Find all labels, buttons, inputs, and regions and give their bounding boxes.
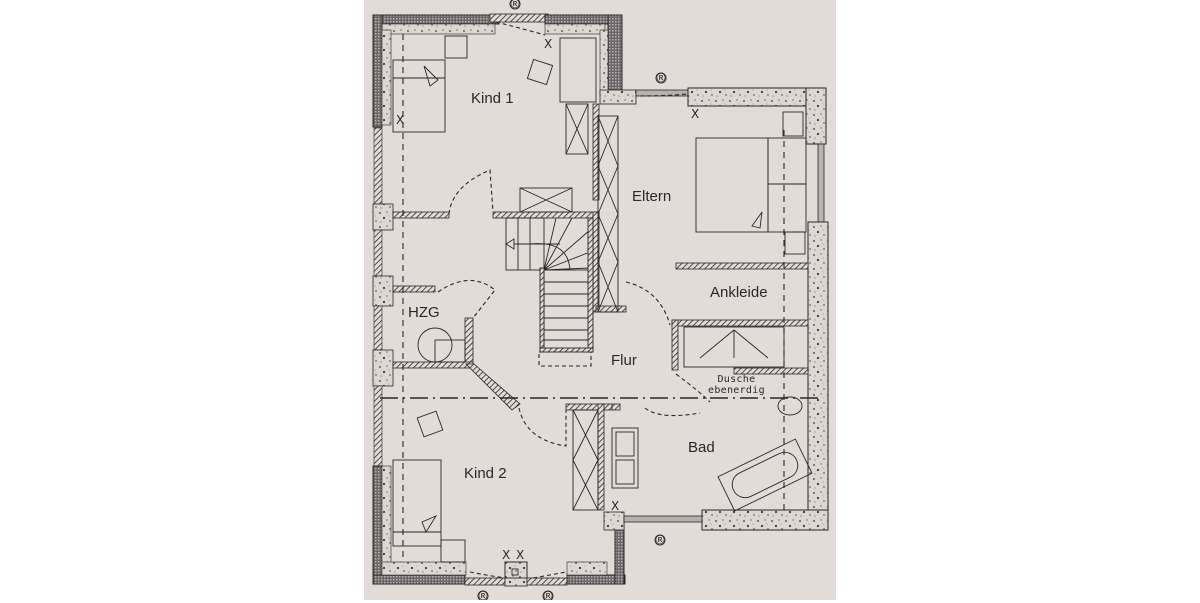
dashed-lines	[380, 21, 820, 579]
window-markers	[477, 0, 667, 600]
socket-marker-icon: X	[516, 548, 525, 562]
socket-marker-icon: X	[544, 37, 553, 51]
dusche-line-1: Dusche	[717, 374, 756, 385]
furniture	[392, 35, 813, 579]
room-label-kind-2: Kind 2	[464, 465, 507, 482]
window-marker-icon: ®	[542, 589, 554, 603]
dusche-line-2: ebenerdig	[708, 385, 765, 396]
floor-plan-sheet: Kind 1 Eltern HZG Ankleide Flur Dusche e…	[364, 0, 836, 603]
window-marker-icon: ®	[654, 533, 666, 547]
right-block-walls	[623, 87, 829, 531]
room-label-dusche: Dusche ebenerdig	[708, 374, 765, 396]
socket-marker-icon: X	[396, 113, 405, 127]
socket-marker-icon: X	[611, 499, 620, 513]
socket-marker-icon: X	[691, 107, 700, 121]
room-label-ankleide: Ankleide	[710, 284, 768, 301]
room-label-flur: Flur	[611, 352, 637, 369]
room-label-eltern: Eltern	[632, 188, 672, 205]
window-marker-icon: ®	[655, 71, 667, 85]
window-marker-icon: ®	[477, 589, 489, 603]
window-marker-icon: ®	[509, 0, 521, 11]
socket-marker-icon: X	[502, 548, 511, 562]
room-label-hzg: HZG	[408, 304, 440, 321]
room-label-bad: Bad	[688, 439, 715, 456]
room-label-kind-1: Kind 1	[471, 90, 514, 107]
staircase	[505, 217, 594, 353]
outer-walls	[372, 13, 637, 587]
floor-plan-drawing	[372, 0, 829, 600]
interior-walls	[392, 103, 809, 511]
